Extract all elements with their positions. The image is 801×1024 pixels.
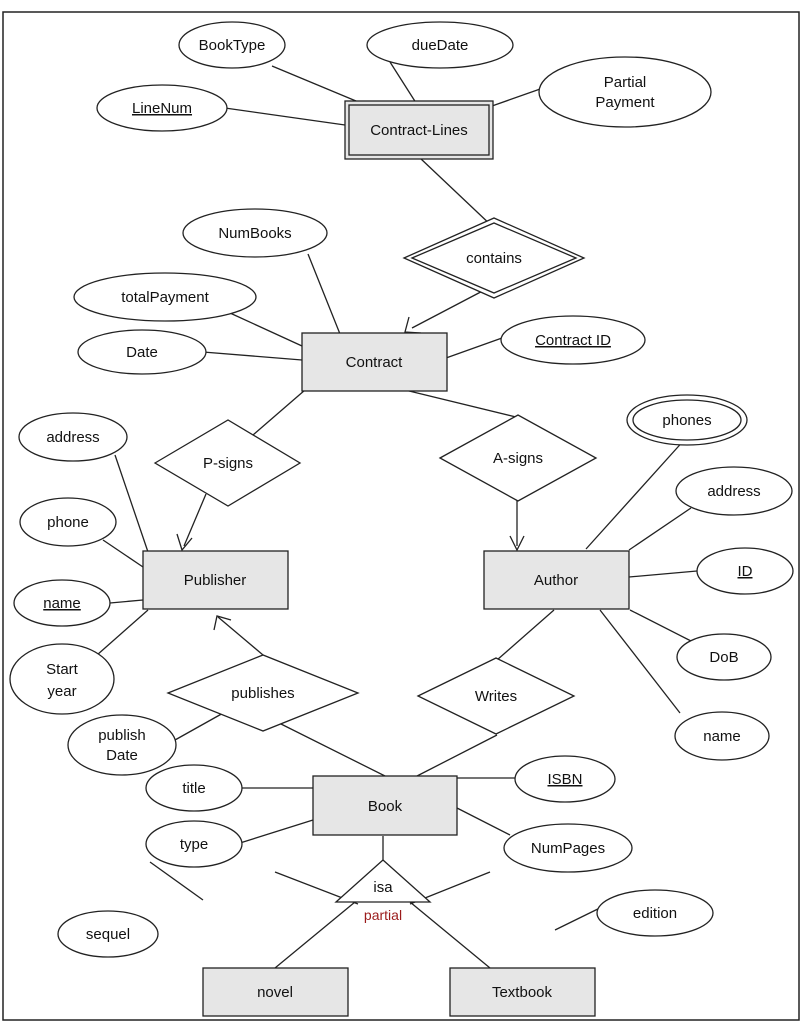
svg-text:Start: Start — [46, 661, 79, 678]
svg-text:Date: Date — [126, 344, 158, 361]
relationship-publishes[interactable]: publishes — [166, 654, 360, 732]
svg-text:address: address — [707, 483, 760, 500]
attribute-author-name[interactable]: name — [674, 711, 770, 761]
attribute-publisher-address[interactable]: address — [18, 412, 128, 462]
entity-label: novel — [257, 984, 293, 1001]
entity-author[interactable]: Author — [483, 550, 630, 610]
svg-text:sequel: sequel — [86, 926, 130, 943]
attribute-sequel[interactable]: sequel — [57, 910, 159, 958]
relationship-label: P-signs — [203, 455, 253, 472]
attribute-publisher-phone[interactable]: phone — [19, 497, 117, 547]
connector-lines — [96, 61, 698, 931]
entity-label: Book — [368, 798, 403, 815]
svg-text:DoB: DoB — [709, 649, 738, 666]
svg-text:Partial: Partial — [604, 74, 647, 91]
svg-text:phones: phones — [662, 412, 711, 429]
entity-label: Author — [534, 572, 578, 589]
svg-text:address: address — [46, 429, 99, 446]
entity-publisher[interactable]: Publisher — [142, 550, 289, 610]
attribute-publisher-name-key[interactable]: name — [13, 579, 111, 627]
attribute-publish-date[interactable]: publish Date — [67, 714, 177, 776]
svg-text:LineNum: LineNum — [132, 100, 192, 117]
entity-contract[interactable]: Contract — [301, 332, 448, 392]
isa-constraint-label: partial — [364, 907, 402, 923]
relationship-label: Writes — [475, 688, 517, 705]
svg-text:title: title — [182, 780, 205, 797]
svg-text:phone: phone — [47, 514, 89, 531]
attribute-edition[interactable]: edition — [596, 889, 714, 937]
attribute-duedate[interactable]: dueDate — [366, 21, 514, 69]
svg-text:totalPayment: totalPayment — [121, 289, 209, 306]
svg-text:type: type — [180, 836, 208, 853]
entity-label: Textbook — [492, 984, 553, 1001]
svg-text:year: year — [47, 683, 76, 700]
svg-text:publish: publish — [98, 727, 146, 744]
entity-textbook[interactable]: Textbook — [449, 967, 596, 1017]
svg-text:name: name — [703, 728, 741, 745]
svg-text:Contract ID: Contract ID — [535, 332, 611, 349]
svg-text:edition: edition — [633, 905, 677, 922]
attribute-publisher-start-year[interactable]: Start year — [9, 643, 115, 715]
isa-label: isa — [373, 879, 393, 896]
isa-to-textbook-line — [409, 901, 491, 969]
attribute-partial-payment[interactable]: Partial Payment — [538, 56, 712, 128]
isa-to-novel-line — [274, 901, 356, 969]
attribute-numbooks[interactable]: NumBooks — [182, 208, 328, 258]
svg-text:name: name — [43, 595, 81, 612]
attribute-numpages[interactable]: NumPages — [503, 823, 633, 873]
relationship-label: contains — [466, 250, 522, 267]
svg-text:BookType: BookType — [199, 37, 266, 54]
attribute-type[interactable]: type — [145, 820, 243, 868]
attribute-booktype[interactable]: BookType — [178, 21, 286, 69]
entity-label: Contract — [346, 354, 404, 371]
relationship-label: A-signs — [493, 450, 543, 467]
entity-label: Contract-Lines — [370, 122, 468, 139]
attribute-dob[interactable]: DoB — [676, 633, 772, 681]
entity-label: Publisher — [184, 572, 247, 589]
attribute-title[interactable]: title — [145, 764, 243, 812]
svg-text:NumBooks: NumBooks — [218, 225, 291, 242]
attribute-phones-multivalued[interactable]: phones — [626, 394, 748, 446]
svg-text:dueDate: dueDate — [412, 37, 469, 54]
relationship-writes[interactable]: Writes — [416, 657, 576, 735]
svg-text:Date: Date — [106, 747, 138, 764]
relationship-p-signs[interactable]: P-signs — [153, 419, 302, 507]
attribute-author-id-key[interactable]: ID — [696, 547, 794, 595]
attribute-linenum-key[interactable]: LineNum — [96, 84, 228, 132]
attribute-totalpayment[interactable]: totalPayment — [73, 272, 257, 322]
entity-book[interactable]: Book — [312, 775, 458, 836]
svg-text:ISBN: ISBN — [547, 771, 582, 788]
attribute-date[interactable]: Date — [77, 329, 207, 375]
svg-text:ID: ID — [738, 563, 753, 580]
attribute-isbn-key[interactable]: ISBN — [514, 755, 616, 803]
diagram-frame — [2, 11, 800, 1021]
attribute-author-address[interactable]: address — [675, 466, 793, 516]
isa-triangle[interactable]: isa — [334, 859, 432, 903]
relationship-label: publishes — [231, 685, 294, 702]
relationship-a-signs[interactable]: A-signs — [438, 414, 598, 502]
relationship-contains[interactable]: contains — [402, 217, 586, 299]
entity-novel[interactable]: novel — [202, 967, 349, 1017]
attribute-contract-id-key[interactable]: Contract ID — [500, 315, 646, 365]
svg-text:Payment: Payment — [595, 94, 655, 111]
svg-text:NumPages: NumPages — [531, 840, 605, 857]
entity-contract-lines[interactable]: Contract-Lines — [344, 100, 494, 160]
